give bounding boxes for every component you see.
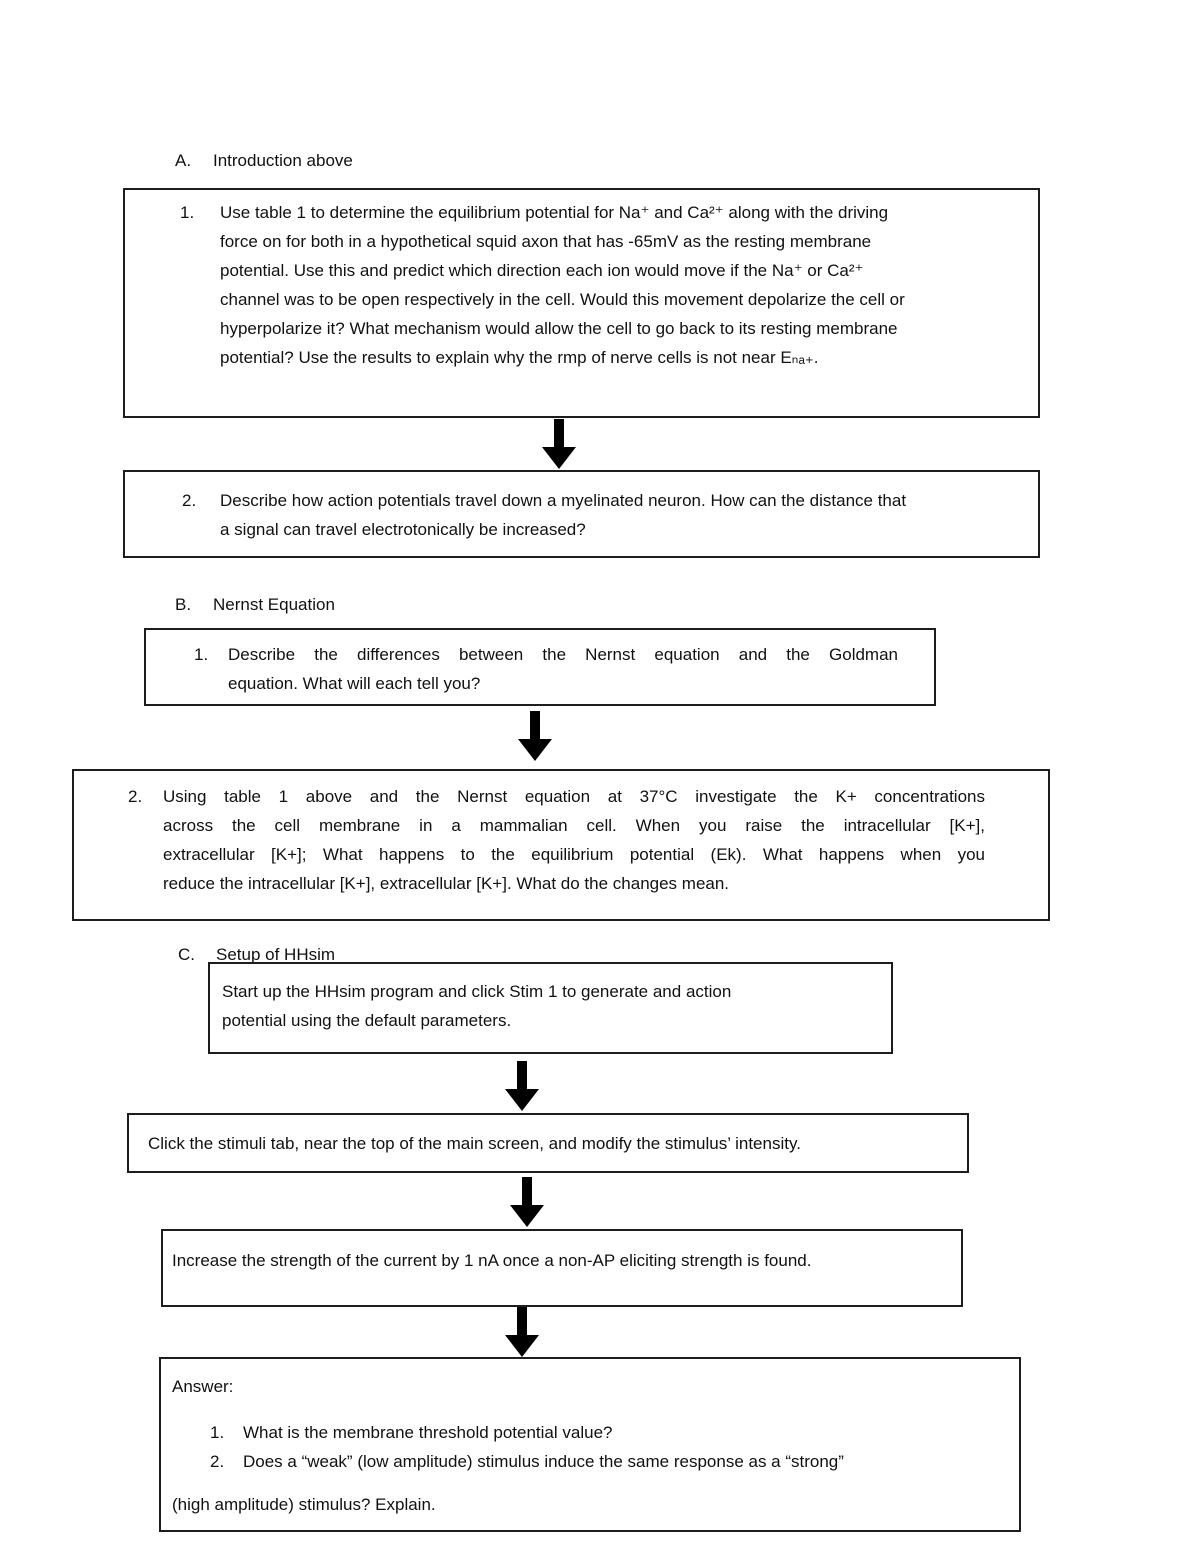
text-line: potential? Use the results to explain wh…: [220, 348, 819, 367]
answer-footer: (high amplitude) stimulus? Explain.: [172, 1495, 436, 1514]
list-item: 1. What is the membrane threshold potent…: [210, 1418, 1005, 1447]
paragraph: Start up the HHsim program and click Sti…: [222, 977, 877, 1035]
text-line: Use table 1 to determine the equilibrium…: [220, 203, 889, 222]
section-heading-a: A. Introduction above: [175, 146, 353, 175]
text-line: potential. Use this and predict which di…: [220, 261, 864, 280]
down-arrow-icon: [517, 711, 553, 761]
down-arrow-icon: [504, 1061, 540, 1111]
flow-box-b2: 2. Using table 1 above and the Nernst eq…: [72, 769, 1050, 921]
list-number: 2.: [182, 491, 197, 510]
flow-box-a1: 1. Use table 1 to determine the equilibr…: [123, 188, 1040, 418]
down-arrow-icon: [504, 1307, 540, 1357]
text-line: across the cell membrane in a mammalian …: [163, 816, 985, 835]
text-line: force on for both in a hypothetical squi…: [220, 232, 872, 251]
text-line: Describe the differences between the Ner…: [228, 645, 898, 664]
list-number: 1.: [180, 203, 195, 222]
section-title: Setup of HHsim: [216, 945, 336, 964]
text-line: Does a “weak” (low amplitude) stimulus i…: [243, 1452, 844, 1471]
section-letter: C.: [178, 945, 195, 964]
list-item: 2. Describe how action potentials travel…: [182, 486, 1020, 544]
text-line: What is the membrane threshold potential…: [243, 1423, 613, 1442]
text-line: reduce the intracellular [K+], extracell…: [163, 874, 730, 893]
flow-box-c2: Click the stimuli tab, near the top of t…: [127, 1113, 969, 1173]
section-letter: A.: [175, 151, 192, 170]
text-line: hyperpolarize it? What mechanism would a…: [220, 319, 898, 338]
text-line: Describe how action potentials travel do…: [220, 491, 907, 510]
list-item: 2. Does a “weak” (low amplitude) stimulu…: [210, 1447, 1005, 1476]
paragraph: Describe how action potentials travel do…: [220, 486, 906, 544]
text-line: Using table 1 above and the Nernst equat…: [163, 787, 985, 806]
list-number: 1.: [194, 645, 209, 664]
section-title: Nernst Equation: [213, 595, 335, 614]
flow-box-a2: 2. Describe how action potentials travel…: [123, 470, 1040, 558]
list-number: 2.: [128, 787, 143, 806]
list-number: 2.: [210, 1452, 225, 1471]
section-letter: B.: [175, 595, 192, 614]
list-number: 1.: [210, 1423, 225, 1442]
paragraph: Using table 1 above and the Nernst equat…: [163, 782, 985, 898]
section-heading-b: B. Nernst Equation: [175, 590, 335, 619]
text-line: a signal can travel electrotonically be …: [220, 520, 586, 539]
section-heading-c: C. Setup of HHsim: [178, 940, 335, 969]
text-line: channel was to be open respectively in t…: [220, 290, 905, 309]
flow-box-c3: Increase the strength of the current by …: [161, 1229, 963, 1307]
text-line: potential using the default parameters.: [222, 1011, 512, 1030]
list-item: 2. Using table 1 above and the Nernst eq…: [128, 782, 1048, 898]
text-line: Increase the strength of the current by …: [172, 1251, 812, 1270]
text-line: Start up the HHsim program and click Sti…: [222, 982, 732, 1001]
list-item: 1. Use table 1 to determine the equilibr…: [180, 198, 1020, 372]
down-arrow-icon: [541, 419, 577, 469]
text-line: Click the stimuli tab, near the top of t…: [148, 1134, 801, 1153]
down-arrow-icon: [509, 1177, 545, 1227]
flow-box-c1: Start up the HHsim program and click Sti…: [208, 962, 893, 1054]
list-item: 1. Describe the differences between the …: [194, 640, 934, 698]
text-line: equation. What will each tell you?: [228, 674, 481, 693]
flow-box-answer: Answer: 1. What is the membrane threshol…: [159, 1357, 1021, 1532]
answer-label: Answer:: [172, 1377, 234, 1396]
section-title: Introduction above: [213, 151, 353, 170]
flow-box-b1: 1. Describe the differences between the …: [144, 628, 936, 706]
paragraph: Use table 1 to determine the equilibrium…: [220, 198, 905, 372]
text-line: extracellular [K+]; What happens to the …: [163, 845, 985, 864]
answer-question-list: 1. What is the membrane threshold potent…: [210, 1418, 1005, 1476]
paragraph: Describe the differences between the Ner…: [228, 640, 898, 698]
